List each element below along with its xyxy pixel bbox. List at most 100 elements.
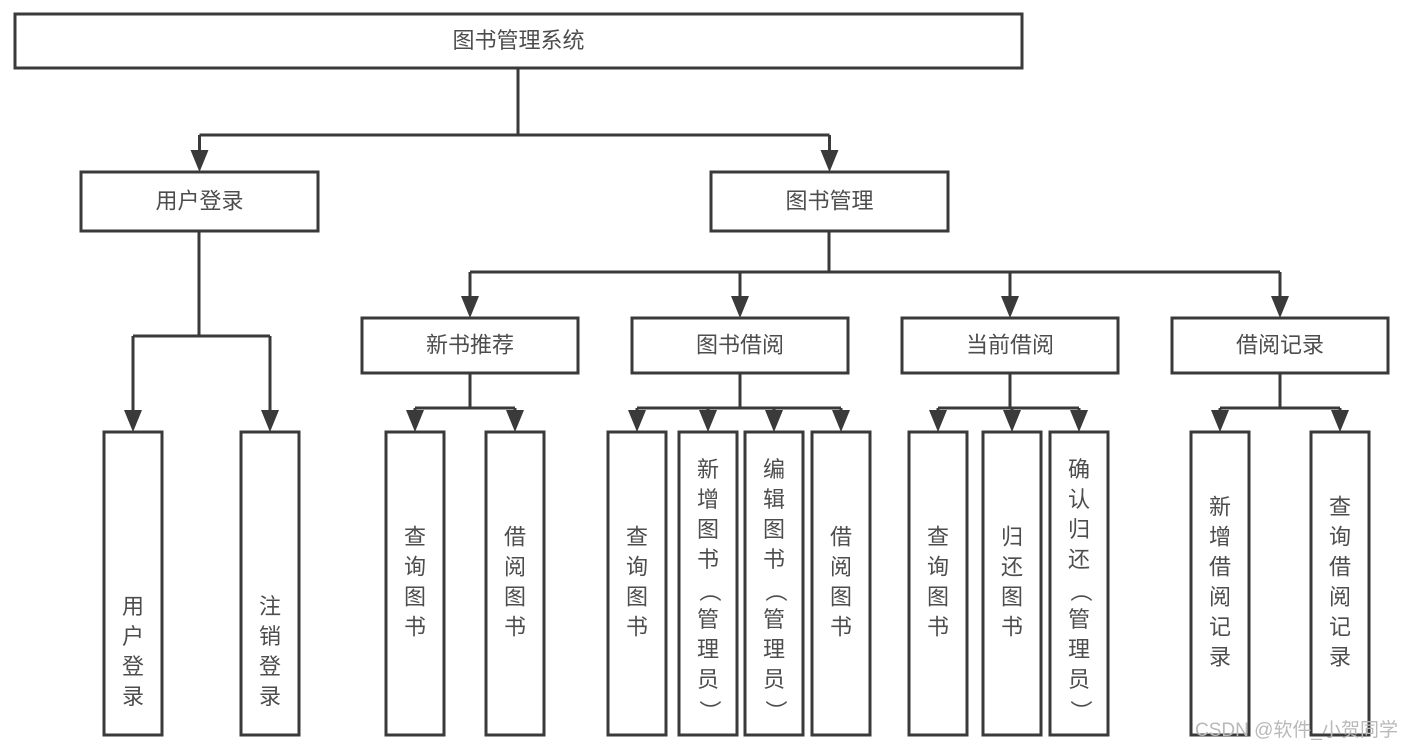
- node-label-leaf-cur-return: 书: [1001, 614, 1023, 639]
- node-label-leaf-user-login: 用: [122, 594, 144, 619]
- node-box-borrow-record[interactable]: [1170, 316, 1390, 375]
- node-label-leaf-rec-borrow: 书: [504, 614, 526, 639]
- node-box-user-login[interactable]: [79, 170, 320, 233]
- node-box-leaf-borrow-lend[interactable]: [810, 430, 872, 737]
- node-box-leaf-cur-return[interactable]: [981, 430, 1043, 737]
- node-box-leaf-borrow-edit[interactable]: [743, 430, 805, 737]
- node-label-leaf-rec-add: 借: [1209, 554, 1231, 579]
- edge-book-manage-bus-arrowhead: [731, 296, 749, 318]
- node-book-borrow[interactable]: 图书借阅: [630, 316, 850, 375]
- node-box-leaf-rec-borrow[interactable]: [484, 430, 546, 737]
- node-box-leaf-rec-query[interactable]: [384, 430, 446, 737]
- node-label-leaf-cur-confirm: 理: [1068, 637, 1090, 662]
- node-label-leaf-cur-query: 询: [927, 554, 949, 579]
- edge-book-manage-bus-arrowhead: [1271, 296, 1289, 318]
- node-label-leaf-borrow-edit: （: [763, 580, 788, 602]
- node-label-leaf-cur-query: 查: [927, 524, 949, 549]
- node-label-leaf-borrow-add: 新: [697, 457, 719, 482]
- connector-edge-book-borrow-bus: [628, 373, 850, 432]
- node-box-new-book-rec[interactable]: [360, 316, 580, 375]
- node-label-leaf-rec-add: 新: [1209, 494, 1231, 519]
- node-label-leaf-rec-add: 增: [1209, 524, 1231, 549]
- node-label-leaf-borrow-query: 询: [626, 554, 648, 579]
- node-label-leaf-borrow-query: 图: [626, 584, 648, 609]
- node-label-leaf-rec-borrow: 借: [504, 524, 526, 549]
- edge-new-book-rec-bus-arrowhead: [406, 410, 424, 432]
- connector-edge-user-login-bus: [124, 231, 279, 432]
- node-borrow-record[interactable]: 借阅记录: [1170, 316, 1390, 375]
- node-box-leaf-cur-query[interactable]: [907, 430, 969, 737]
- node-box-leaf-borrow-add[interactable]: [677, 430, 739, 737]
- node-label-leaf-user-logout: 销: [259, 624, 281, 649]
- node-box-leaf-borrow-query[interactable]: [606, 430, 668, 737]
- node-layer: 图书管理系统用户登录图书管理新书推荐图书借阅当前借阅借阅记录用户登录注销登录查询…: [13, 12, 1390, 737]
- edge-root-bus-arrowhead: [820, 150, 839, 172]
- node-label-leaf-borrow-edit: 员: [763, 667, 785, 692]
- node-box-root[interactable]: [13, 12, 1024, 70]
- node-book-manage[interactable]: 图书管理: [709, 170, 950, 233]
- connector-edge-book-manage-bus: [461, 231, 1289, 318]
- node-label-leaf-rec-add: 记: [1209, 614, 1231, 639]
- node-label-leaf-rec-search: 询: [1329, 524, 1351, 549]
- node-label-leaf-cur-confirm: 还: [1068, 547, 1090, 572]
- node-label-leaf-rec-borrow: 图: [504, 584, 526, 609]
- node-label-leaf-borrow-edit: 编: [763, 457, 785, 482]
- node-label-root: 图书管理系统: [452, 28, 584, 53]
- node-box-leaf-user-logout[interactable]: [239, 430, 301, 737]
- node-label-leaf-rec-query: 图: [404, 584, 426, 609]
- node-label-leaf-cur-query: 书: [927, 614, 949, 639]
- node-label-leaf-borrow-edit: 辑: [763, 487, 785, 512]
- connector-edge-borrow-record-bus: [1211, 373, 1349, 432]
- node-box-leaf-rec-add[interactable]: [1189, 430, 1251, 737]
- node-label-leaf-cur-return: 图: [1001, 584, 1023, 609]
- node-label-leaf-borrow-add: 增: [697, 487, 719, 512]
- node-label-leaf-user-login: 户: [122, 624, 144, 649]
- node-label-leaf-rec-search: 记: [1329, 614, 1351, 639]
- edge-current-borrow-bus-arrowhead: [1070, 410, 1088, 432]
- node-label-leaf-borrow-add: 管: [697, 607, 719, 632]
- edge-book-manage-bus-arrowhead: [1001, 296, 1019, 318]
- node-box-leaf-user-login[interactable]: [102, 430, 164, 737]
- edge-current-borrow-bus-arrowhead: [1003, 410, 1021, 432]
- node-box-current-borrow[interactable]: [900, 316, 1120, 375]
- node-label-leaf-rec-search: 查: [1329, 494, 1351, 519]
- node-label-leaf-cur-return: 还: [1001, 554, 1023, 579]
- node-leaf-user-login[interactable]: 用户登录: [102, 430, 164, 737]
- node-label-leaf-borrow-add: 员: [697, 667, 719, 692]
- node-box-book-borrow[interactable]: [630, 316, 850, 375]
- node-user-login[interactable]: 用户登录: [79, 170, 320, 233]
- node-label-leaf-rec-add: 录: [1209, 644, 1231, 669]
- node-new-book-rec[interactable]: 新书推荐: [360, 316, 580, 375]
- node-label-leaf-borrow-edit: 图: [763, 517, 785, 542]
- node-root[interactable]: 图书管理系统: [13, 12, 1024, 70]
- node-label-leaf-cur-confirm: ）: [1068, 700, 1093, 722]
- node-label-leaf-rec-search: 录: [1329, 644, 1351, 669]
- node-current-borrow[interactable]: 当前借阅: [900, 316, 1120, 375]
- node-label-leaf-cur-confirm: （: [1068, 580, 1093, 602]
- node-label-user-login: 用户登录: [155, 188, 243, 213]
- node-label-leaf-borrow-query: 查: [626, 524, 648, 549]
- node-box-leaf-cur-confirm[interactable]: [1048, 430, 1110, 737]
- node-box-leaf-rec-search[interactable]: [1309, 430, 1371, 737]
- node-box-book-manage[interactable]: [709, 170, 950, 233]
- node-label-leaf-cur-confirm: 确: [1068, 457, 1090, 482]
- node-label-leaf-borrow-lend: 借: [830, 524, 852, 549]
- csdn-watermark: CSDN @软件_小贺同学: [1195, 719, 1398, 741]
- edge-borrow-record-bus-arrowhead: [1211, 410, 1229, 432]
- edge-current-borrow-bus-arrowhead: [929, 410, 947, 432]
- node-label-leaf-borrow-add: 书: [697, 547, 719, 572]
